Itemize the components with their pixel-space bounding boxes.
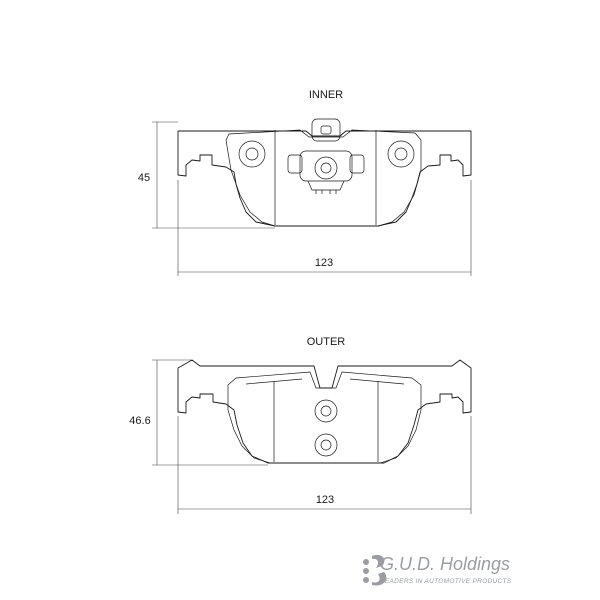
outer-width-value: 123 (316, 494, 334, 506)
inner-piston-right (387, 140, 415, 168)
brand-name: G.U.D. Holdings (380, 554, 510, 574)
gud-logo-icon (363, 554, 387, 586)
inner-view: INNER (138, 89, 472, 276)
outer-centre-boss-top (314, 399, 338, 423)
inner-label: INNER (309, 89, 343, 101)
inner-width-dimension: 123 (177, 180, 472, 276)
inner-piston-left (238, 140, 266, 168)
inner-centre-clip (287, 118, 365, 194)
outer-width-dimension: 123 (177, 416, 472, 514)
outer-friction-pad (227, 371, 422, 464)
inner-height-value: 45 (138, 172, 150, 184)
inner-width-value: 123 (315, 257, 333, 269)
outer-height-value: 46.6 (129, 415, 150, 427)
outer-chamfer-lines (245, 378, 405, 385)
outer-height-dimension: 46.6 (129, 359, 268, 466)
brand-logo: G.U.D. Holdings LEADERS IN AUTOMOTIVE PR… (363, 554, 512, 586)
inner-backing-plate (177, 130, 472, 227)
inner-friction-pad (225, 129, 422, 227)
outer-centre-boss-bottom (314, 433, 338, 457)
inner-height-dimension: 45 (138, 121, 275, 229)
outer-label: OUTER (307, 336, 346, 348)
outer-view: OUTER 46.6 123 (129, 336, 472, 514)
brand-tagline: LEADERS IN AUTOMOTIVE PRODUCTS (381, 578, 512, 585)
outer-backing-plate (177, 359, 472, 464)
